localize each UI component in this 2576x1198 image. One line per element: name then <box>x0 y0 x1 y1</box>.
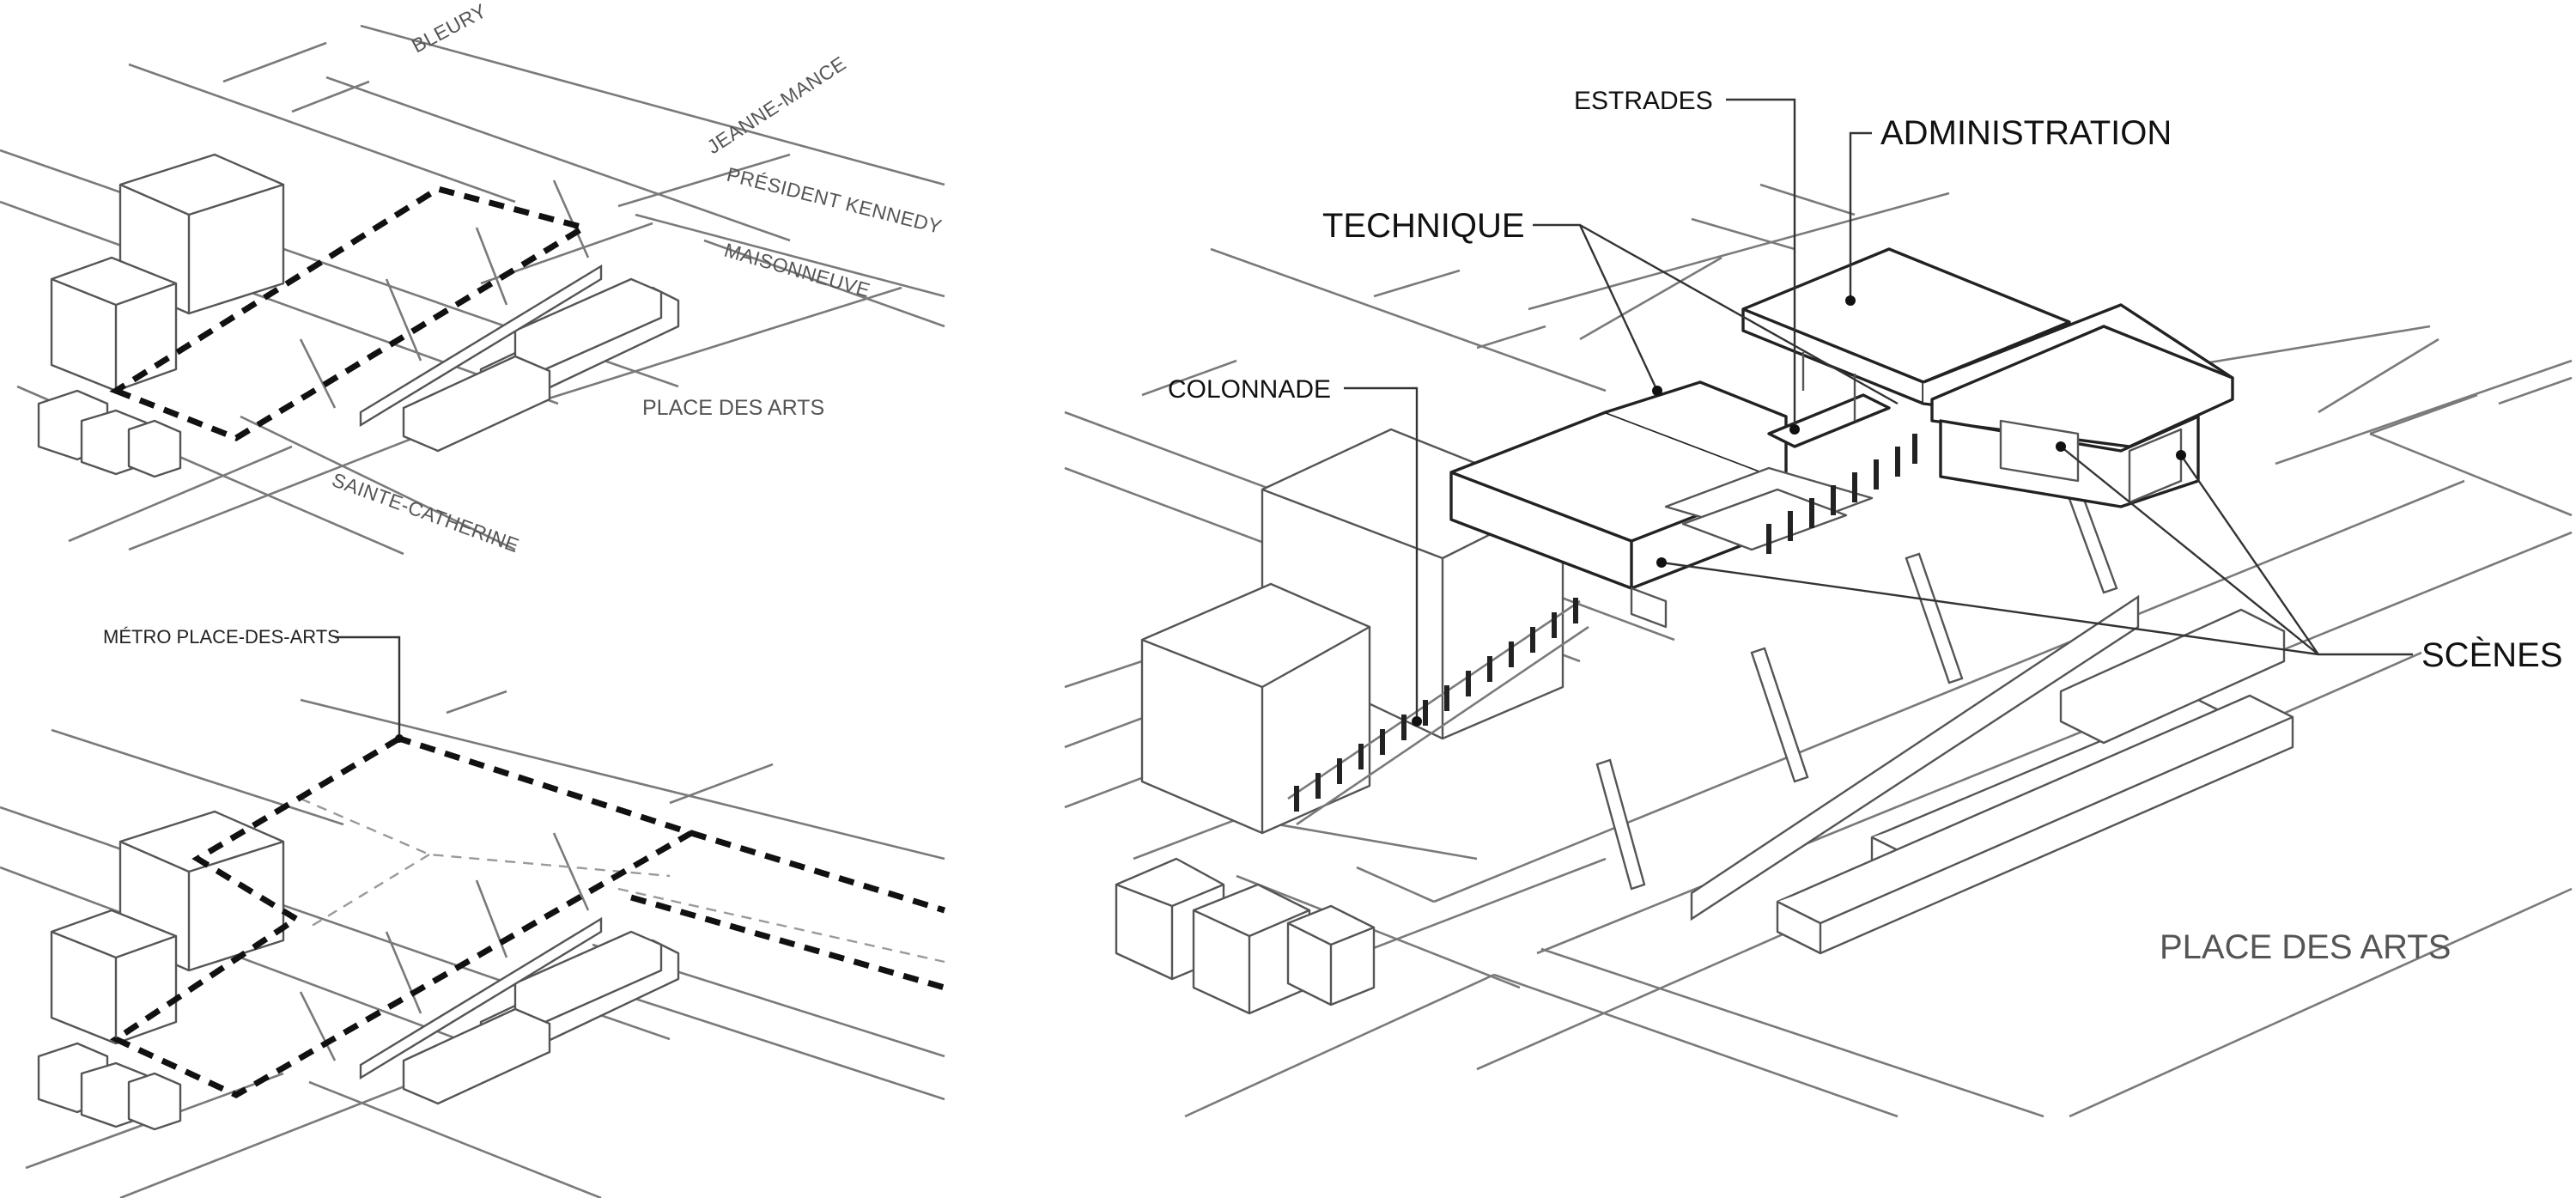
colonnade-bottom <box>359 916 603 1080</box>
technique-leader <box>1533 223 1899 405</box>
building-administration <box>1741 247 2234 508</box>
buildings-top <box>37 153 680 478</box>
pergola-pillars-top <box>299 179 590 409</box>
colonnade-top <box>359 264 603 428</box>
street-label-president-kennedy: PRÉSIDENT KENNEDY <box>725 163 945 238</box>
colonnade-label: COLONNADE <box>1168 375 1331 404</box>
estrades-leader <box>1726 98 1796 429</box>
site-plan-bottom: MÉTRO PLACE-DES-ARTS <box>0 626 946 1198</box>
street-label-maisonneuve: MAISONNEUVE <box>722 239 873 301</box>
metro-label: MÉTRO PLACE-DES-ARTS <box>103 626 340 648</box>
technique-label: TECHNIQUE <box>1322 207 1525 245</box>
street-label-sainte-catherine: SAINTE-CATHERINE <box>329 468 522 556</box>
site-plan-top: BLEURY JEANNE-MANCE PRÉSIDENT KENNEDY MA… <box>0 0 945 556</box>
metro-callout: MÉTRO PLACE-DES-ARTS <box>103 626 404 743</box>
main-axonometric: ESTRADES ADMINISTRATION TECHNIQUE COLONN… <box>1064 87 2573 1118</box>
callout-leaders <box>1344 98 2413 727</box>
place-des-arts-building-3 <box>2059 608 2286 745</box>
metro-route-1 <box>690 830 946 914</box>
pergola-pillars-bottom <box>299 832 590 1061</box>
cube-building <box>1140 582 1371 835</box>
administration-leader <box>1849 131 1872 301</box>
building-estrades <box>1664 393 1891 551</box>
site-boundary-top <box>109 185 592 441</box>
scenes-leader <box>1661 446 2413 656</box>
administration-label: ADMINISTRATION <box>1880 114 2172 152</box>
colonnade-columns <box>1294 434 1917 812</box>
street-label-jeanne-mance: JEANNE-MANCE <box>703 52 850 158</box>
internal-path-1 <box>300 797 671 878</box>
place-des-arts-label-top: PLACE DES ARTS <box>642 396 824 420</box>
internal-path-2 <box>308 853 430 929</box>
metro-route-2 <box>630 894 945 991</box>
street-labels-top: BLEURY JEANNE-MANCE PRÉSIDENT KENNEDY MA… <box>329 0 944 556</box>
buildings-bottom <box>37 810 680 1131</box>
internal-path-3 <box>617 887 945 964</box>
street-label-bleury: BLEURY <box>408 0 490 57</box>
pergola-main <box>1595 458 2140 921</box>
place-des-arts-label-main: PLACE DES ARTS <box>2160 928 2451 966</box>
colonnade-leader <box>1344 386 1419 721</box>
scenes-label: SCÈNES <box>2421 635 2563 674</box>
estrades-label: ESTRADES <box>1574 87 1713 115</box>
callout-labels: ESTRADES ADMINISTRATION TECHNIQUE COLONN… <box>1168 87 2563 966</box>
